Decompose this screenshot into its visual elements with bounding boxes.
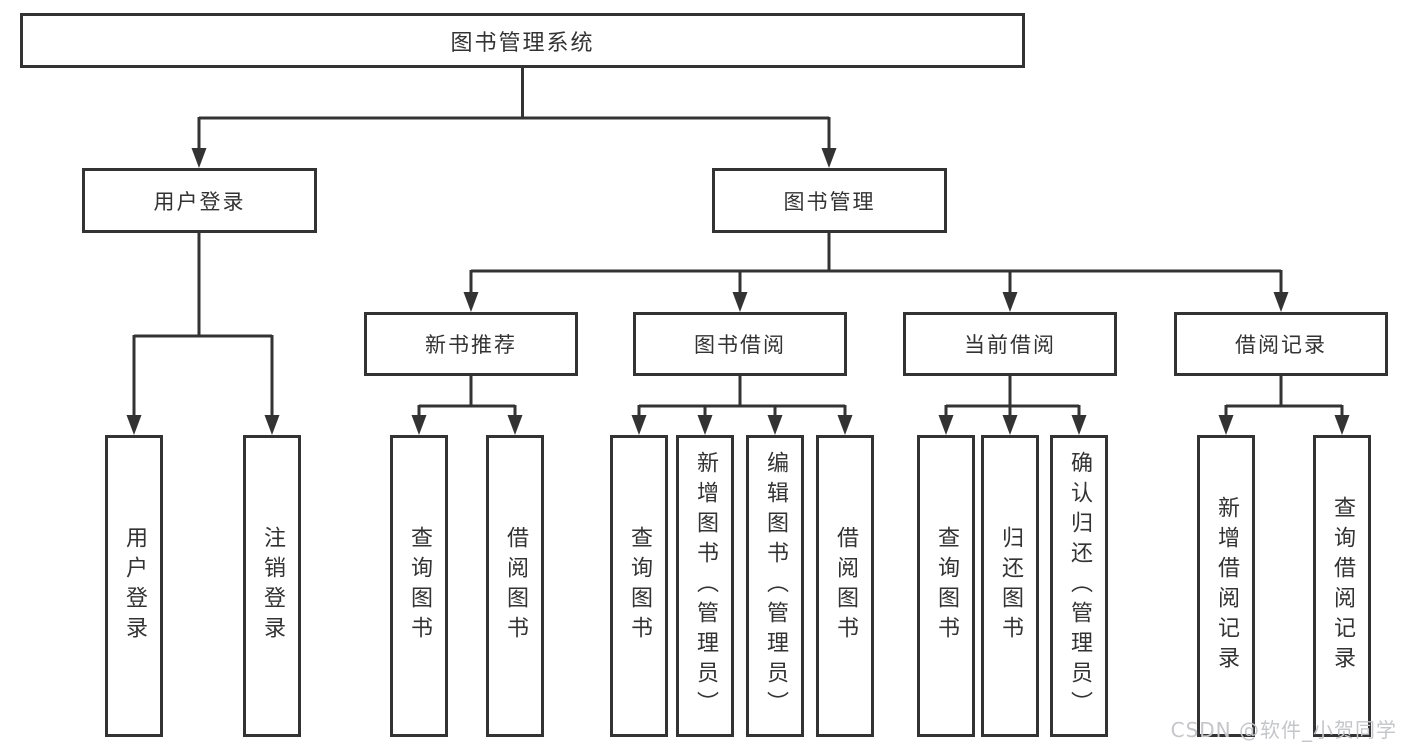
node-borrow-books: 借阅图书 <box>816 435 874 737</box>
node-book-borrow: 图书借阅 <box>633 312 847 376</box>
node-login: 用户登录 <box>105 435 163 737</box>
node-query-borrow-record: 查询借阅记录 <box>1313 435 1371 737</box>
node-add-book-admin: 新增图书（管理员） <box>676 435 734 737</box>
node-query-books-current: 查询图书 <box>917 435 975 737</box>
node-add-borrow-record: 新增借阅记录 <box>1197 435 1255 737</box>
node-query-books-recommend: 查询图书 <box>390 435 448 737</box>
node-book-management: 图书管理 <box>712 168 947 233</box>
node-return-book: 归还图书 <box>981 435 1039 737</box>
node-current-borrow: 当前借阅 <box>903 312 1117 376</box>
node-new-book-recommend: 新书推荐 <box>364 312 578 376</box>
node-borrow-books-recommend: 借阅图书 <box>486 435 544 737</box>
csdn-watermark: CSDN @软件_小贺同学 <box>1170 718 1397 742</box>
node-user-login-branch: 用户登录 <box>82 168 317 233</box>
node-logout: 注销登录 <box>243 435 301 737</box>
node-confirm-return-admin: 确认归还（管理员） <box>1050 435 1108 737</box>
node-edit-book-admin: 编辑图书（管理员） <box>746 435 804 737</box>
node-query-books-borrow: 查询图书 <box>610 435 668 737</box>
node-root: 图书管理系统 <box>20 13 1025 68</box>
node-borrow-records: 借阅记录 <box>1174 312 1388 376</box>
